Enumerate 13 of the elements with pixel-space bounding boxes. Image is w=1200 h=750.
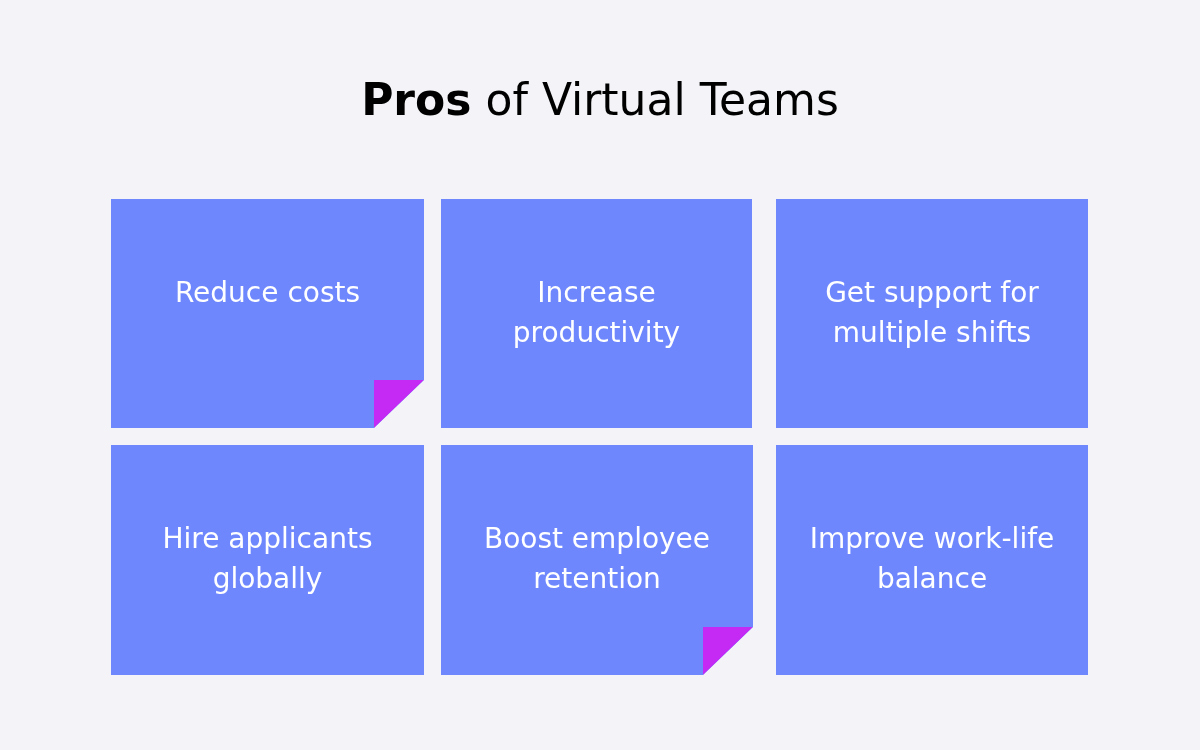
note-text: Boost employee retention: [482, 521, 712, 597]
sticky-note: [441, 445, 753, 675]
note-text: Get support for multiple shifts: [824, 275, 1040, 351]
sticky-note: [776, 445, 1088, 675]
sticky-note: [776, 199, 1088, 428]
sticky-note: [441, 199, 752, 428]
sticky-note: [111, 199, 424, 428]
note-text: Increase productivity: [511, 275, 682, 351]
note-text: Improve work-life balance: [808, 521, 1056, 597]
note-text: Reduce costs: [173, 275, 362, 311]
note-text: Hire applicants globally: [161, 521, 374, 597]
sticky-note: [111, 445, 424, 675]
title: Pros of Virtual Teams: [360, 74, 840, 125]
